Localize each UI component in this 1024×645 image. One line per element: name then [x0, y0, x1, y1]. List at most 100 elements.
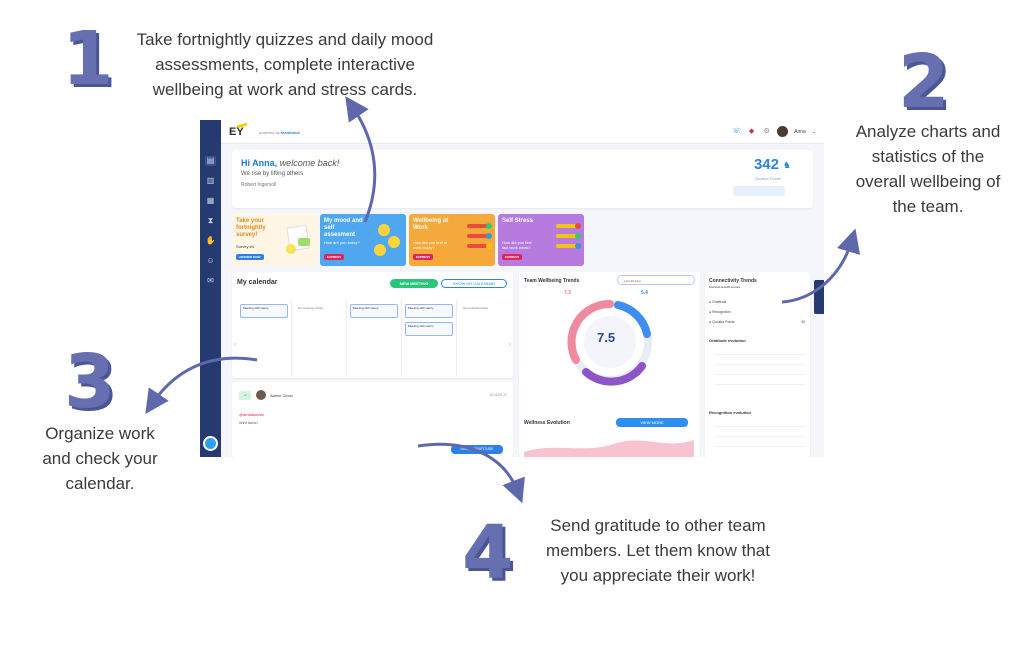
notification-icon[interactable]: ◆ [748, 128, 755, 135]
grid-line [715, 364, 805, 365]
stress-express-button[interactable]: EXPRESS [502, 254, 523, 260]
survey-illustration [284, 222, 314, 258]
period-select[interactable]: Last 30 days [617, 275, 695, 285]
slider-knob [575, 233, 581, 239]
slider-bar [556, 234, 578, 238]
quote-author: Robert Ingersoll [241, 182, 277, 188]
slider-knob [575, 243, 581, 249]
grid-line [715, 374, 805, 375]
view-more-button[interactable]: VIEW MORE [616, 418, 688, 427]
phone-icon[interactable]: ☏ [732, 128, 741, 135]
points-value: 342 [753, 156, 779, 173]
calendar-prev-icon[interactable]: ‹ [234, 342, 236, 348]
share-gratitude-button[interactable]: SHARE GRATITUDE [451, 445, 503, 454]
home-icon[interactable]: ▤ [205, 156, 216, 166]
slider-knob [575, 223, 581, 229]
sidebar: ▤ ▥ ▦ ⧗ ✋ ☺ ✉ [200, 120, 221, 457]
points-note [733, 186, 785, 196]
calendar-next-icon[interactable]: › [509, 342, 511, 348]
settings-icon[interactable]: ⚙ [763, 128, 770, 135]
greeting: Hi Anna, welcome back! [241, 158, 340, 168]
message: Well done! [239, 420, 258, 425]
calendar-day: Meeting with Henry [237, 300, 292, 376]
grid-line [715, 426, 805, 427]
wellbeing-title: Wellbeing at Work [413, 218, 449, 231]
post-date: 26 MAR 22 [489, 393, 507, 397]
grid-line [715, 446, 805, 447]
logo: EY [229, 126, 244, 138]
wellness-chart [524, 440, 694, 457]
welcome-panel: Hi Anna, welcome back! We rise by liftin… [232, 150, 813, 208]
gift-icon[interactable]: ✉ [207, 276, 214, 285]
answer-now-button[interactable]: ANSWER NOW [236, 254, 264, 260]
slider-bar [467, 244, 489, 248]
grid-line [715, 384, 805, 385]
slider-bar [467, 224, 489, 228]
hourglass-icon[interactable]: ⧗ [207, 216, 214, 225]
show-calendar-button[interactable]: SHOW MY CALENDAR [441, 279, 507, 288]
stress-title: Self Stress [502, 218, 534, 224]
feedback-tab[interactable] [814, 280, 824, 314]
stress-card[interactable]: Self Stress How did you feel last work w… [498, 214, 584, 266]
calendar-title: My calendar [237, 279, 278, 286]
wellbeing-trends-panel: Team Wellbeing Trends Last 30 days 7.5 7… [519, 272, 700, 457]
wellbeing-gauge [567, 299, 652, 386]
wellbeing-card[interactable]: Wellbeing at Work How did you feel at wo… [409, 214, 495, 266]
user-name[interactable]: Anna [794, 128, 806, 135]
mood-card[interactable]: My mood and self assesment How are you t… [320, 214, 406, 266]
step-1-number: 1 [62, 16, 114, 102]
gauge-value-2: 5.4 [641, 290, 648, 296]
calendar-panel: My calendar NEW MEETING SHOW MY CALENDAR… [232, 272, 513, 378]
connectivity-sub: Current month scores [709, 285, 741, 289]
grid-line [715, 354, 805, 355]
mention[interactable]: @amitakumar [239, 412, 264, 417]
recognition-row: ● Recognition [709, 310, 731, 314]
step-4-number: 4 [462, 510, 514, 596]
quokka-row: ● Quokka Points 30 [709, 320, 805, 324]
slider-knob [486, 243, 492, 249]
wellbeing-subtitle: How did you feel at work today? [413, 240, 448, 250]
no-meetings: No meetings today [463, 306, 489, 310]
calendar-event[interactable]: Meeting with Henry [350, 304, 398, 318]
author-avatar [256, 390, 266, 400]
people-icon[interactable]: ☺ [206, 256, 215, 265]
powered-by: powered by teamtrack [259, 130, 300, 135]
gratitude-feed: +4 Admin Cinon 26 MAR 22 @amitakumar Wel… [232, 382, 513, 457]
calendar-icon[interactable]: ▦ [206, 196, 215, 205]
slider-knob [486, 233, 492, 239]
chevron-down-icon[interactable]: ⌄ [811, 128, 816, 135]
step-3-number: 3 [64, 339, 116, 425]
chat-bubble-icon[interactable] [203, 436, 218, 451]
calendar-event[interactable]: Meeting with Henry [405, 304, 453, 318]
calendar-event[interactable]: Meeting with Henry [240, 304, 288, 318]
calendar-day: No meetings today [292, 300, 347, 376]
calendar-event[interactable]: Meeting with Henry [405, 322, 453, 336]
gauge-score: 7.5 [597, 330, 616, 345]
avatar[interactable] [777, 126, 789, 137]
points-label: Quokka Points [754, 176, 781, 181]
slider-bar [556, 224, 578, 228]
gauge-value-1: 7.3 [564, 290, 571, 296]
recognition-evolution-title: Recognition evolution [709, 410, 751, 415]
mood-title: My mood and self assesment [324, 218, 363, 238]
chart-icon[interactable]: ▥ [206, 176, 215, 185]
topbar: EY powered by teamtrack ☏ ◆ ⚙ Anna ⌄ [221, 120, 824, 144]
calendar-day: Meeting with Henry [347, 300, 402, 376]
grid-line [715, 436, 805, 437]
wellbeing-express-button[interactable]: EXPRESS [413, 254, 434, 260]
emoji-illustration [372, 222, 402, 258]
survey-card[interactable]: Take your fortnightly survey! Survey #4 … [232, 214, 318, 266]
quote: We rise by lifting others [241, 171, 304, 177]
stress-subtitle: How did you feel last work week? [502, 240, 532, 250]
slider-knob [486, 223, 492, 229]
mood-express-button[interactable]: EXPRESS [324, 254, 345, 260]
dashboard-screenshot: ▤ ▥ ▦ ⧗ ✋ ☺ ✉ EY powered by teamtrack ☏ … [200, 120, 824, 457]
wellness-evolution-title: Wellness Evolution [524, 420, 570, 426]
points-badge: +4 [239, 391, 251, 400]
calendar-day: No meetings today [457, 300, 512, 376]
hand-icon[interactable]: ✋ [205, 236, 216, 245]
new-meeting-button[interactable]: NEW MEETING [390, 279, 438, 288]
